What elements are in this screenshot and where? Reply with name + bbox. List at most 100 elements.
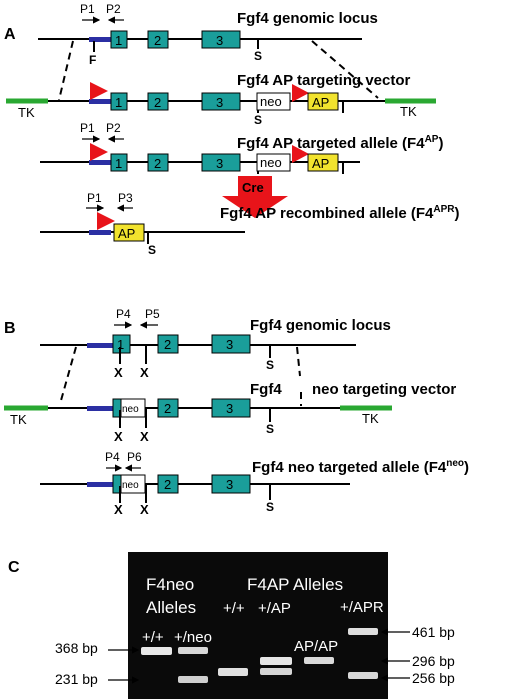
gel-group1-line1: F4neo <box>146 575 194 594</box>
exon-2-label: 2 <box>154 95 161 110</box>
homology-line-right <box>296 346 301 377</box>
loxp-triangle <box>90 82 108 100</box>
marker-left-231: 231 bp <box>55 671 98 687</box>
row-title: Fgf4 AP recombined allele (F4APR) <box>220 204 460 222</box>
loxp-triangle <box>90 143 108 161</box>
marker-right-256: 256 bp <box>412 670 455 686</box>
homology-line-left <box>58 40 74 101</box>
exon-1-box <box>110 30 128 49</box>
site-x: X <box>140 365 149 380</box>
primer-p1-label: P1 <box>80 121 95 135</box>
panel-b-genomic-locus: 1 2 3 X X S P4 P5 Fgf4 genomic locus <box>40 307 391 380</box>
gel-band <box>348 628 378 635</box>
tk-label: TK <box>362 411 379 426</box>
exon-3-label: 3 <box>226 401 233 416</box>
exon-2-label: 2 <box>164 401 171 416</box>
loxp-triangle <box>292 84 309 102</box>
primer-p1-label: P1 <box>87 191 102 205</box>
site-x: X <box>140 502 149 517</box>
site-s: S <box>266 422 274 436</box>
panel-a-targeting-vector: TK TK 1 2 3 S neo AP Fgf4 AP targeting v… <box>6 72 436 127</box>
exon-3-label: 3 <box>216 156 223 171</box>
row-title: Fgf4 genomic locus <box>237 10 378 27</box>
exon-3-label: 3 <box>216 95 223 110</box>
gel-bands <box>141 628 378 683</box>
primer-p1-label: P1 <box>80 2 95 16</box>
site-x: X <box>114 502 123 517</box>
site-x: X <box>114 365 123 380</box>
ap-label: AP <box>312 156 329 171</box>
gel-band <box>348 672 378 679</box>
lane-label-ap: +/AP <box>258 600 291 617</box>
primer-p4-label: P4 <box>116 307 131 321</box>
gel-band <box>218 668 248 676</box>
gel-band <box>178 647 208 654</box>
site-s: S <box>254 49 262 63</box>
primer-p2-label: P2 <box>106 121 121 135</box>
site-s: S <box>266 358 274 372</box>
neo-label: neo <box>122 480 139 491</box>
lane-label-wt2: +/+ <box>223 600 245 617</box>
marker-left-368: 368 bp <box>55 640 98 656</box>
site-x: X <box>140 429 149 444</box>
neo-label: neo <box>122 404 139 415</box>
primer-p2-label: P2 <box>106 2 121 16</box>
panel-b-targeting-vector: TK TK neo 2 3 X X S Fgf4 neo targeting v… <box>4 381 456 444</box>
neo-cassette <box>256 153 291 172</box>
panel-a-letter: A <box>4 26 16 43</box>
loxp-triangle <box>97 212 115 230</box>
neo-label: neo <box>260 155 282 170</box>
tk-label: TK <box>10 412 27 427</box>
exon-1-label: 1 <box>115 95 122 110</box>
cre-arrow: Cre <box>222 176 288 218</box>
ap-box <box>307 92 339 111</box>
panel-b-letter: B <box>4 320 16 337</box>
primer-p5-label: P5 <box>145 307 160 321</box>
panel-c-letter: C <box>8 559 20 576</box>
exon-1-label: 1 <box>115 156 122 171</box>
loxp-triangle <box>292 145 309 163</box>
site-s: S <box>254 113 262 127</box>
neo-cassette <box>256 92 291 111</box>
exon-2-label: 2 <box>154 33 161 48</box>
panel-a-recombined-allele: AP S P1 P3 Fgf4 AP recombined allele (F4… <box>40 191 460 257</box>
exon-3-label: 3 <box>216 33 223 48</box>
primer-p6-label: P6 <box>127 450 142 464</box>
gel-band <box>304 657 334 664</box>
row-title: Fgf4 neo targeted allele (F4neo) <box>252 458 469 476</box>
gel-band <box>260 668 292 675</box>
site-x: X <box>114 429 123 444</box>
lane-label-neo: +/neo <box>174 629 212 646</box>
gel-group1-line2: Alleles <box>146 598 196 617</box>
panel-b-targeted-allele: neo 2 3 X X S P4 P6 Fgf4 neo targeted al… <box>40 450 469 517</box>
row-title-right: neo targeting vector <box>312 381 456 398</box>
marker-right-461: 461 bp <box>412 624 455 640</box>
ap-label: AP <box>312 95 329 110</box>
exon-3-label: 3 <box>226 477 233 492</box>
tk-label: TK <box>18 105 35 120</box>
panel-a-genomic-locus: 1 2 3 S F P1 P2 Fgf4 genomic locus <box>38 2 378 67</box>
primer-p4-label: P4 <box>105 450 120 464</box>
marker-right-296: 296 bp <box>412 653 455 669</box>
lane-label-wt1: +/+ <box>142 629 164 646</box>
exon-1-label: 1 <box>117 337 124 352</box>
gel-band <box>141 647 172 655</box>
promoter-bar <box>89 37 111 42</box>
row-title: Fgf4 genomic locus <box>250 317 391 334</box>
site-s: S <box>266 500 274 514</box>
exon-3-box <box>201 30 241 49</box>
gel-band <box>178 676 208 683</box>
primer-p3-label: P3 <box>118 191 133 205</box>
exon-2-label: 2 <box>154 156 161 171</box>
exon-2-box <box>147 30 169 49</box>
site-s: S <box>148 243 156 257</box>
homology-line-left <box>59 346 77 405</box>
tk-label: TK <box>400 104 417 119</box>
ap-label: AP <box>118 226 135 241</box>
homology-line-right <box>311 40 379 99</box>
exon-3-label: 3 <box>226 337 233 352</box>
row-title: Fgf4 AP targeted allele (F4AP) <box>237 134 443 152</box>
exon-1-label: 1 <box>115 33 122 48</box>
row-title-left: Fgf4 <box>250 381 282 398</box>
exon-2-label: 2 <box>164 337 171 352</box>
